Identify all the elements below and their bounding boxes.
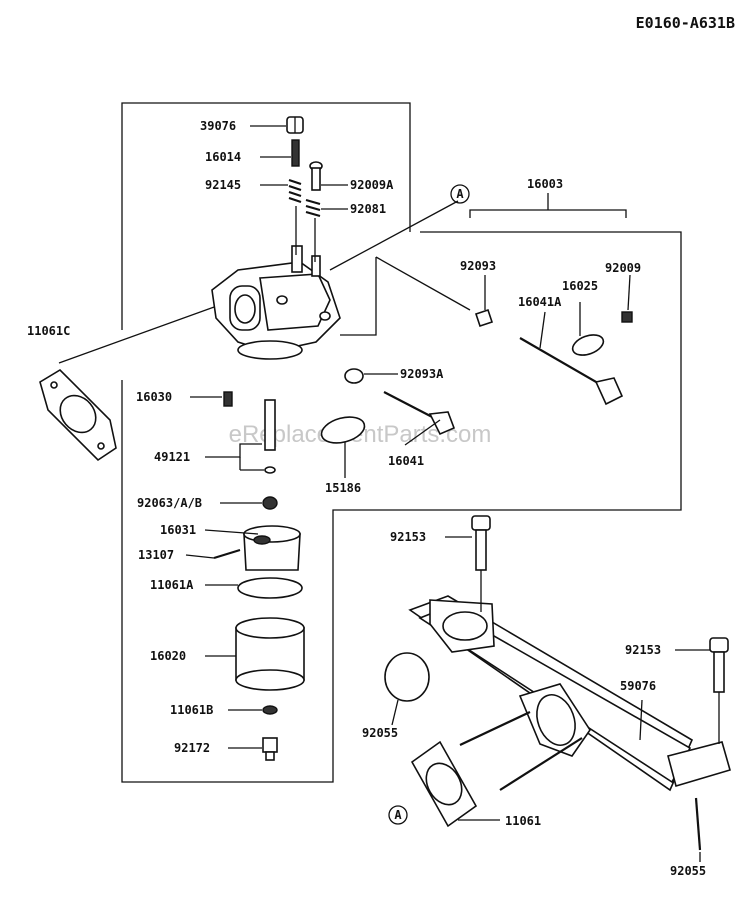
leader-A-top (329, 200, 459, 271)
part-92055-ring (384, 652, 430, 702)
svg-text:A: A (394, 808, 402, 822)
part-13107 (213, 548, 241, 560)
part-11061A (237, 577, 303, 599)
reference-A-top: A (450, 184, 470, 204)
part-92055-stud (694, 797, 702, 851)
part-16020 (235, 617, 305, 691)
label-49121: 49121 (154, 450, 190, 464)
part-16030 (223, 391, 233, 407)
leader-diagonal (375, 256, 471, 311)
leader-11061C (58, 301, 229, 364)
part-11061B (262, 705, 278, 715)
part-92172 (262, 737, 278, 761)
label-11061: 11061 (505, 814, 541, 828)
label-11061A: 11061A (150, 578, 194, 592)
part-92009 (621, 311, 633, 323)
label-39076: 39076 (200, 119, 236, 133)
reference-A-bottom: A (388, 805, 408, 825)
part-92081 (305, 198, 321, 218)
label-92145: 92145 (205, 178, 241, 192)
part-92009A (309, 161, 323, 191)
label-92055-ring: 92055 (362, 726, 398, 740)
label-16020: 16020 (150, 649, 186, 663)
part-92153-upper (471, 515, 491, 571)
label-11061C: 11061C (27, 324, 70, 338)
frame-inner-notch (340, 257, 377, 336)
part-92063AB (262, 496, 278, 510)
part-16025 (571, 334, 605, 356)
label-16003: 16003 (527, 177, 563, 191)
label-92172: 92172 (174, 741, 210, 755)
label-92093A: 92093A (400, 367, 444, 381)
label-92093: 92093 (460, 259, 496, 273)
label-92063AB: 92063/A/B (137, 496, 202, 510)
part-16014 (291, 139, 300, 167)
part-92093 (474, 308, 494, 328)
label-13107: 13107 (138, 548, 174, 562)
diagram-code: E0160-A631B (636, 14, 735, 32)
part-16041A (519, 337, 624, 406)
label-16025: 16025 (562, 279, 598, 293)
label-92009: 92009 (605, 261, 641, 275)
label-92009A: 92009A (350, 178, 394, 192)
label-92153-lower: 92153 (625, 643, 661, 657)
part-92093A (344, 368, 364, 384)
label-16014: 16014 (205, 150, 241, 164)
part-11061-gasket (410, 740, 478, 828)
part-39076 (286, 116, 304, 134)
label-16041: 16041 (388, 454, 424, 468)
part-16031 (243, 525, 301, 571)
label-92081: 92081 (350, 202, 386, 216)
label-92153-upper: 92153 (390, 530, 426, 544)
label-leaders (185, 125, 710, 862)
carburetor-body (211, 245, 341, 360)
part-59076 (408, 595, 731, 792)
label-16031: 16031 (160, 523, 196, 537)
label-92055-stud: 92055 (670, 864, 706, 878)
part-16041 (383, 391, 456, 436)
label-15186: 15186 (325, 481, 361, 495)
label-16030: 16030 (136, 390, 172, 404)
part-92145 (288, 178, 302, 204)
carburetor-frame-top (121, 102, 411, 330)
part-92153-lower (709, 637, 729, 693)
part-49121 (264, 399, 276, 474)
part-labels: 39076 16014 92145 92009A 92081 16003 920… (27, 119, 706, 878)
bracket-16003 (469, 209, 627, 218)
carburetor-frame-bottom (121, 231, 682, 783)
svg-text:A: A (456, 187, 464, 201)
label-16041A: 16041A (518, 295, 562, 309)
label-11061B: 11061B (170, 703, 213, 717)
part-15186 (320, 416, 366, 444)
label-59076: 59076 (620, 679, 656, 693)
part-11061C (39, 368, 117, 462)
